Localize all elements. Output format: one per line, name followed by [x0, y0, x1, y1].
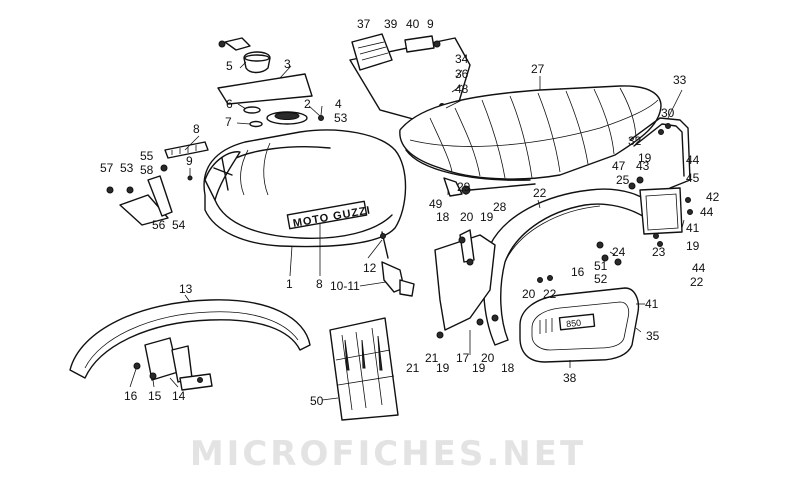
callout-label: 41	[686, 221, 700, 235]
callout-label: 19	[436, 361, 450, 375]
callout-label: 32	[628, 134, 642, 148]
callout-label: 22	[690, 275, 704, 289]
callout-label: 5	[226, 59, 233, 73]
callout-label: 1	[286, 277, 293, 291]
tank-bracket-left	[106, 141, 209, 226]
callout-label: 54	[172, 218, 186, 232]
callout-label: 48	[455, 82, 469, 96]
callout-label: 27	[531, 62, 545, 76]
callout-label: 39	[384, 17, 398, 31]
callout-label: 21	[425, 351, 439, 365]
callout-label: 53	[120, 161, 134, 175]
fuel-tap	[380, 231, 415, 297]
callout-label: 44	[700, 205, 714, 219]
callout-label: 35	[646, 329, 660, 343]
callout-label: 20	[481, 351, 495, 365]
callout-label: 50	[310, 394, 324, 408]
callout-label: 57	[100, 161, 114, 175]
callout-label: 4	[335, 97, 342, 111]
callout-label: 22	[533, 186, 547, 200]
callout-label: 38	[563, 371, 577, 385]
callout-label: 23	[652, 245, 666, 259]
callout-label: 17	[456, 351, 470, 365]
callout-label: 21	[406, 361, 420, 375]
fuel-tank: MOTO GUZZI	[203, 111, 407, 248]
callout-label: 19	[686, 239, 700, 253]
callout-label: 14	[172, 389, 186, 403]
tank-cap-assembly	[217, 37, 324, 128]
callout-label: 33	[673, 73, 687, 87]
callout-label: 15	[148, 389, 162, 403]
callout-label: 18	[501, 361, 515, 375]
rear-fender	[483, 188, 661, 346]
callout-label: 55	[140, 149, 154, 163]
seat	[399, 85, 662, 197]
callout-label: 41	[645, 297, 659, 311]
grab-rail	[629, 117, 691, 189]
watermark-text: MICROFICHES.NET	[190, 434, 586, 474]
callout-label: 16	[124, 389, 138, 403]
callout-label: 28	[493, 200, 507, 214]
callout-label: 20	[522, 287, 536, 301]
callout-label: 44	[692, 261, 706, 275]
callout-label: 47	[612, 159, 626, 173]
callout-label: 34	[455, 52, 469, 66]
callout-label: 19	[638, 151, 652, 165]
callout-label: 36	[455, 67, 469, 81]
callout-label: 43	[636, 159, 650, 173]
callout-label: 19	[472, 361, 486, 375]
callout-label: 9	[427, 17, 434, 31]
callout-label: 58	[140, 163, 154, 177]
callout-label: 3	[284, 57, 291, 71]
callout-label: 19	[480, 210, 494, 224]
callout-label: 22	[543, 287, 557, 301]
callout-label: 9	[186, 154, 193, 168]
callout-label: 12	[363, 261, 377, 275]
callout-label: 7	[225, 115, 232, 129]
callout-label: 37	[357, 17, 371, 31]
cover-badge-text: 850	[566, 318, 582, 330]
callout-label: 16	[571, 265, 585, 279]
callout-label: 25	[616, 173, 630, 187]
callout-label: 24	[612, 245, 626, 259]
callout-label: 40	[406, 17, 420, 31]
front-fender	[69, 299, 311, 391]
callout-label: 18	[436, 210, 450, 224]
callout-label: 13	[179, 282, 193, 296]
callout-label: 20	[460, 210, 474, 224]
callout-label: 56	[152, 218, 166, 232]
callout-label: 29	[457, 180, 471, 194]
protective-sleeve	[329, 317, 399, 421]
callout-label: 51	[594, 259, 608, 273]
callout-label: 44	[686, 153, 700, 167]
callout-label: 10-11	[330, 279, 360, 293]
plate-bracket	[628, 176, 693, 247]
callout-label: 42	[706, 190, 720, 204]
side-cover-upper	[349, 33, 471, 126]
callout-label: 8	[316, 277, 323, 291]
callout-label: 8	[193, 122, 200, 136]
mounting-plate	[434, 229, 622, 339]
callout-labels: 1 2 3 4 5 6 7 8 8 9 9 10-11 12 13 14 15 …	[100, 17, 720, 408]
callout-label: 2	[304, 97, 311, 111]
side-cover-lower: 850	[519, 287, 640, 363]
callout-label: 52	[594, 272, 608, 286]
callout-label: 30	[661, 106, 675, 120]
leader-lines	[129, 61, 685, 401]
callout-label: 53	[334, 111, 348, 125]
callout-label: 49	[429, 197, 443, 211]
callout-label: 45	[686, 171, 700, 185]
callout-label: 6	[226, 97, 233, 111]
